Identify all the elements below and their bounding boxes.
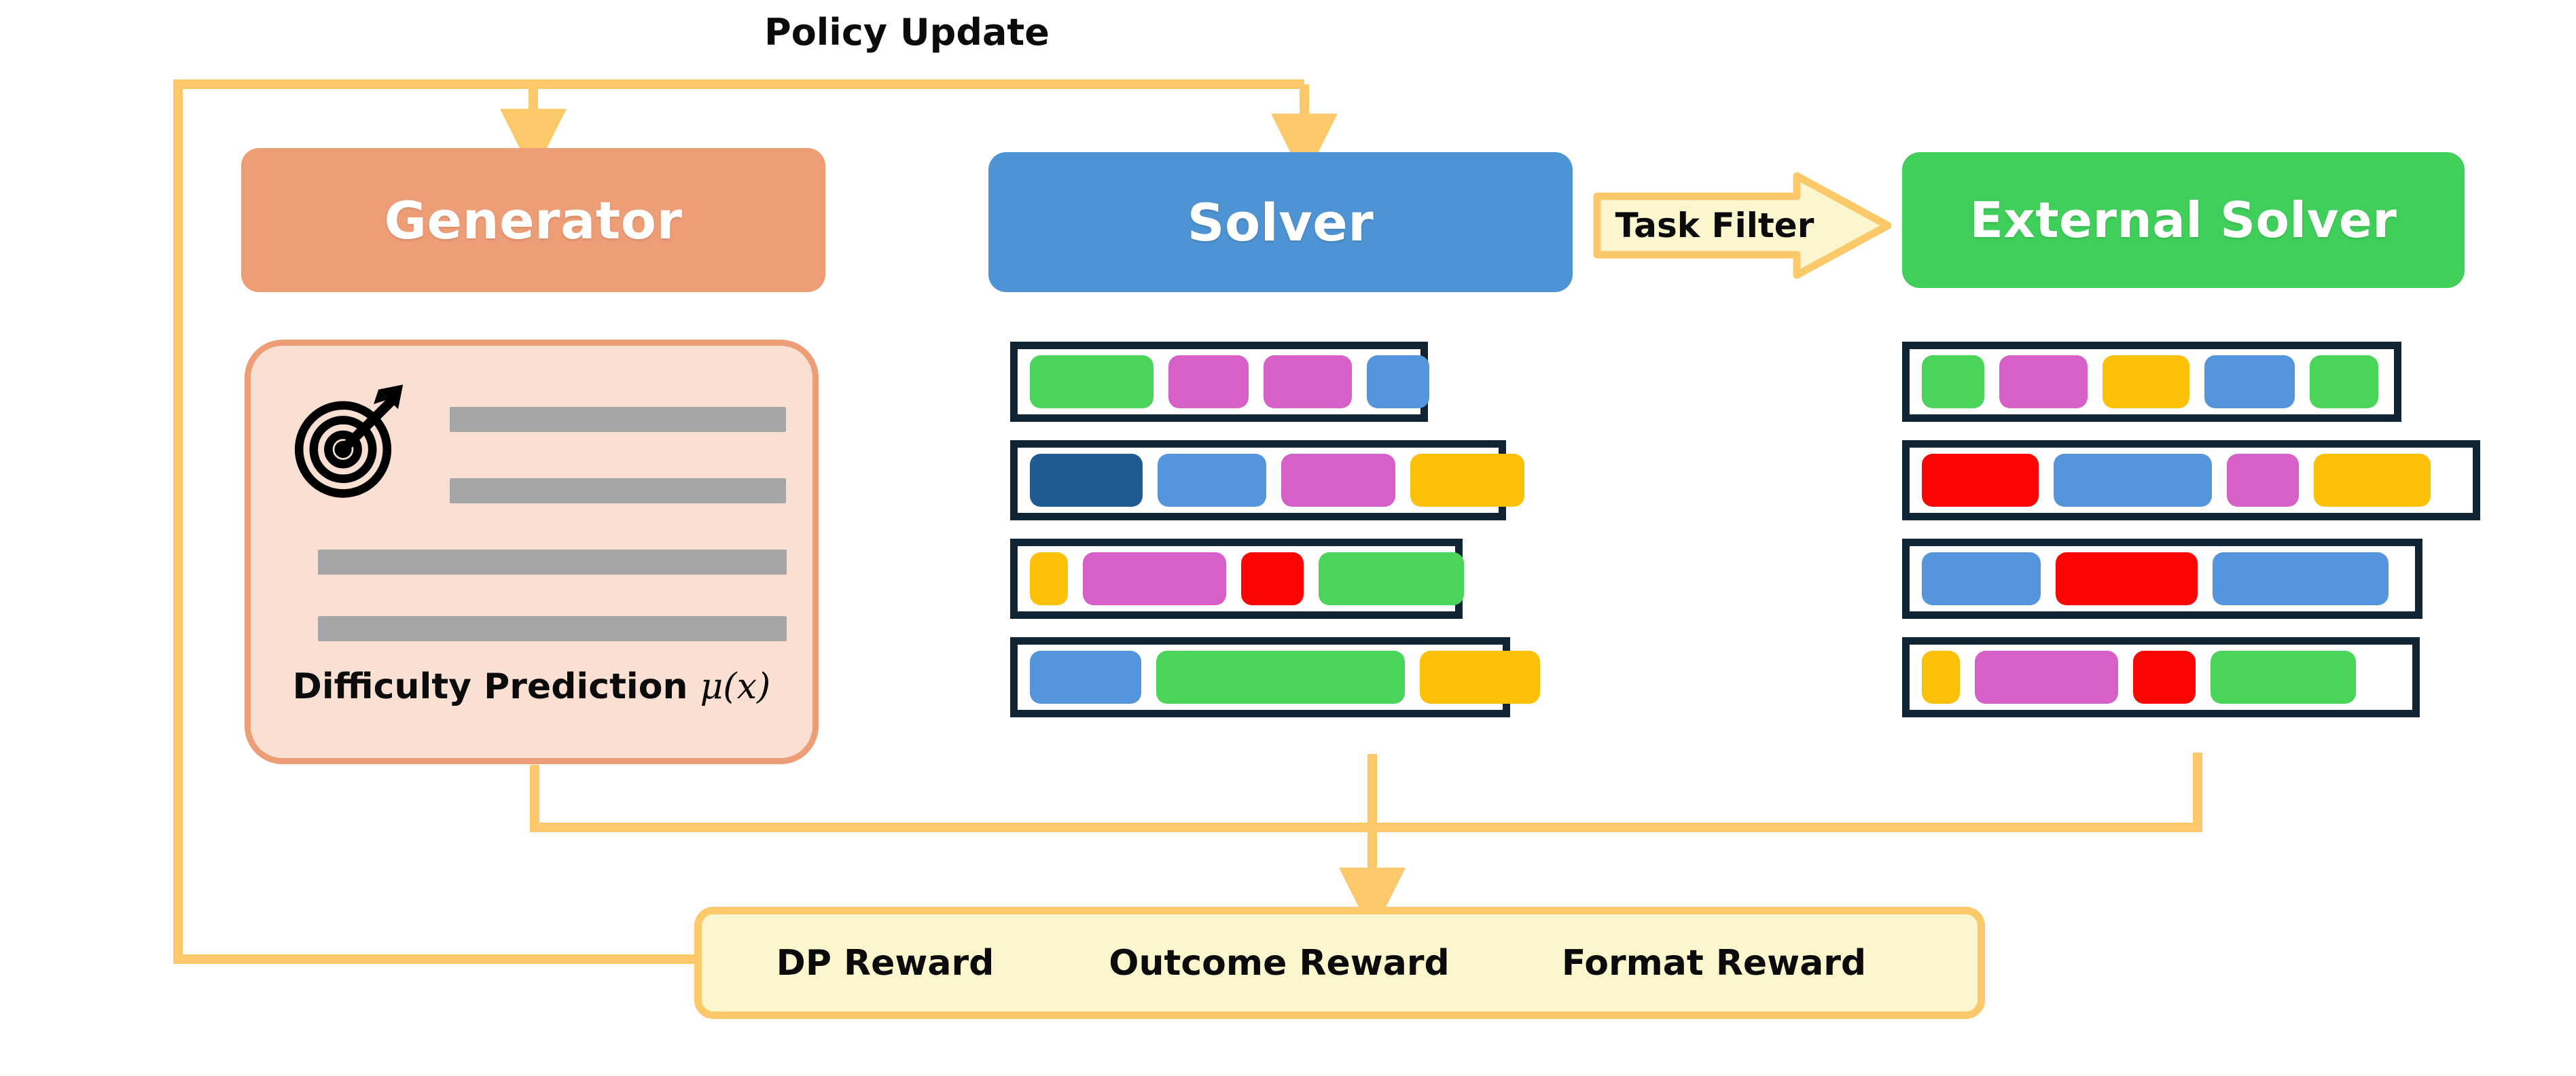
external-solver-token [1999, 355, 2088, 408]
external-solver-row [1902, 539, 2422, 619]
policy-update-label: Policy Update [764, 11, 1050, 54]
solver-token [1156, 651, 1405, 704]
solver-node[interactable]: Solver [988, 152, 1573, 292]
solver-row [1010, 637, 1540, 717]
external-solver-row [1902, 440, 2480, 520]
generator-label: Generator [384, 190, 683, 251]
external-solver-token [2103, 355, 2189, 408]
solver-token [1158, 454, 1266, 507]
solver-token [1319, 552, 1464, 605]
external-solver-token [2133, 651, 2196, 704]
wire-external-solver-to-merge [1372, 753, 2202, 832]
external-solver-token [1975, 651, 2118, 704]
external-solver-token [2211, 651, 2356, 704]
target-bullseye-arrow-icon [294, 384, 404, 498]
solver-token [1083, 552, 1226, 605]
task-filter-label: Task Filter [1615, 206, 1814, 245]
task-filter-arrow[interactable]: Task Filter [1593, 172, 1892, 279]
solver-token [1281, 454, 1395, 507]
solver-token [1030, 355, 1153, 408]
mu-of-x-symbol: μ(x) [700, 666, 771, 707]
difficulty-prediction-caption: Difficulty Prediction μ(x) [251, 666, 812, 707]
solver-token [1030, 454, 1143, 507]
external-solver-token [1922, 355, 1984, 408]
generator-detail-card: Difficulty Prediction μ(x) [245, 340, 819, 764]
wire-generator-to-merge [530, 765, 1372, 832]
external-solver-token [1922, 454, 2039, 507]
external-solver-token [2314, 454, 2431, 507]
solver-token [1030, 651, 1141, 704]
solver-token [1241, 552, 1304, 605]
external-solver-token [2204, 355, 2295, 408]
task-filter-arrow-shape [1593, 172, 1892, 279]
external-solver-row [1902, 342, 2401, 422]
format-reward-label: Format Reward [1561, 942, 1867, 984]
solver-row [1010, 539, 1464, 619]
external-solver-token [2213, 552, 2389, 605]
placeholder-line [318, 550, 787, 575]
external-solver-token [2056, 552, 2198, 605]
placeholder-line [450, 407, 786, 432]
external-solver-row [1902, 637, 2420, 717]
external-solver-token [2310, 355, 2378, 408]
dp-reward-label: DP Reward [776, 942, 995, 984]
solver-row [1010, 342, 1429, 422]
solver-token [1264, 355, 1352, 408]
external-solver-token [2054, 454, 2212, 507]
generator-node[interactable]: Generator [241, 148, 825, 292]
external-solver-token [2227, 454, 2299, 507]
external-solver-token [1922, 651, 1960, 704]
outcome-reward-label: Outcome Reward [1109, 942, 1450, 984]
solver-token [1030, 552, 1068, 605]
solver-token [1420, 651, 1540, 704]
solver-token [1168, 355, 1249, 408]
placeholder-line [318, 616, 787, 641]
placeholder-line [450, 478, 786, 503]
solver-token [1410, 454, 1524, 507]
external-solver-token [1922, 552, 2041, 605]
external-solver-label: External Solver [1969, 192, 2397, 249]
solver-row [1010, 440, 1524, 520]
external-solver-node[interactable]: External Solver [1902, 152, 2465, 288]
wire-policy-update-loop [173, 79, 1304, 964]
difficulty-prediction-text: Difficulty Prediction [292, 666, 700, 707]
solver-token [1367, 355, 1429, 408]
reward-box: DP Reward Outcome Reward Format Reward [694, 907, 1985, 1019]
solver-label: Solver [1187, 192, 1374, 253]
